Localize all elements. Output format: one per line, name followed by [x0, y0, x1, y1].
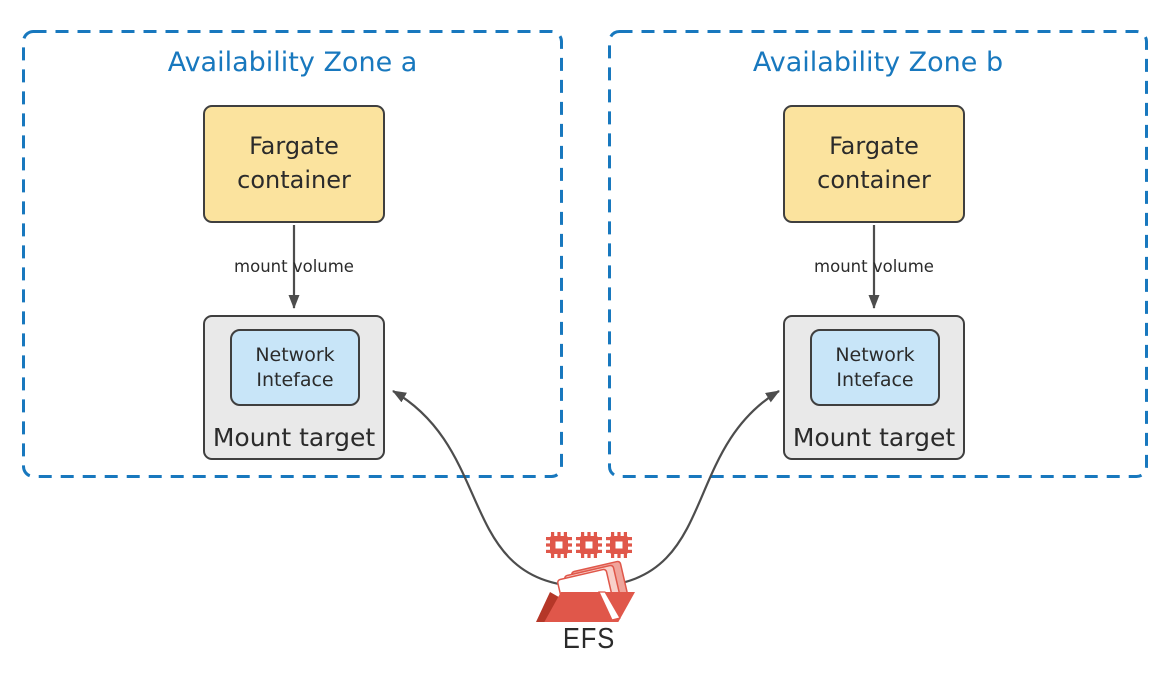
mount-target-label: Mount target	[792, 423, 956, 452]
chip-icon	[576, 532, 602, 558]
chip-icon	[606, 532, 632, 558]
availability-zone-b-border	[608, 30, 1148, 478]
chip-icon	[546, 532, 572, 558]
network-interface-label: Network Inteface	[255, 343, 335, 391]
efs-label: EFS	[562, 623, 616, 655]
availability-zone-b-title: Availability Zone b	[752, 47, 1004, 78]
fargate-container-label: Fargate container	[237, 132, 351, 194]
availability-zone-a-border	[22, 30, 563, 478]
network-interface-label: Network Inteface	[835, 343, 915, 391]
network-interface-box-a: Network Inteface	[230, 329, 360, 406]
efs-to-mount-target-a-arrow	[392, 390, 589, 589]
availability-zone-a-title: Availability Zone a	[167, 47, 418, 78]
mount-volume-label-b: mount volume	[814, 257, 934, 276]
fargate-container-label: Fargate container	[817, 132, 931, 194]
open-folder-icon	[536, 560, 635, 622]
efs-icon	[536, 532, 635, 622]
efs-to-mount-target-b-arrow	[587, 390, 780, 589]
mount-volume-label-a: mount volume	[234, 257, 354, 276]
fargate-container-box-a: Fargate container	[203, 105, 385, 223]
mount-target-label: Mount target	[212, 423, 376, 452]
mount-target-box-b: Network Inteface Mount target	[783, 315, 965, 460]
fargate-container-box-b: Fargate container	[783, 105, 965, 223]
network-interface-box-b: Network Inteface	[810, 329, 940, 406]
mount-target-box-a: Network Inteface Mount target	[203, 315, 385, 460]
